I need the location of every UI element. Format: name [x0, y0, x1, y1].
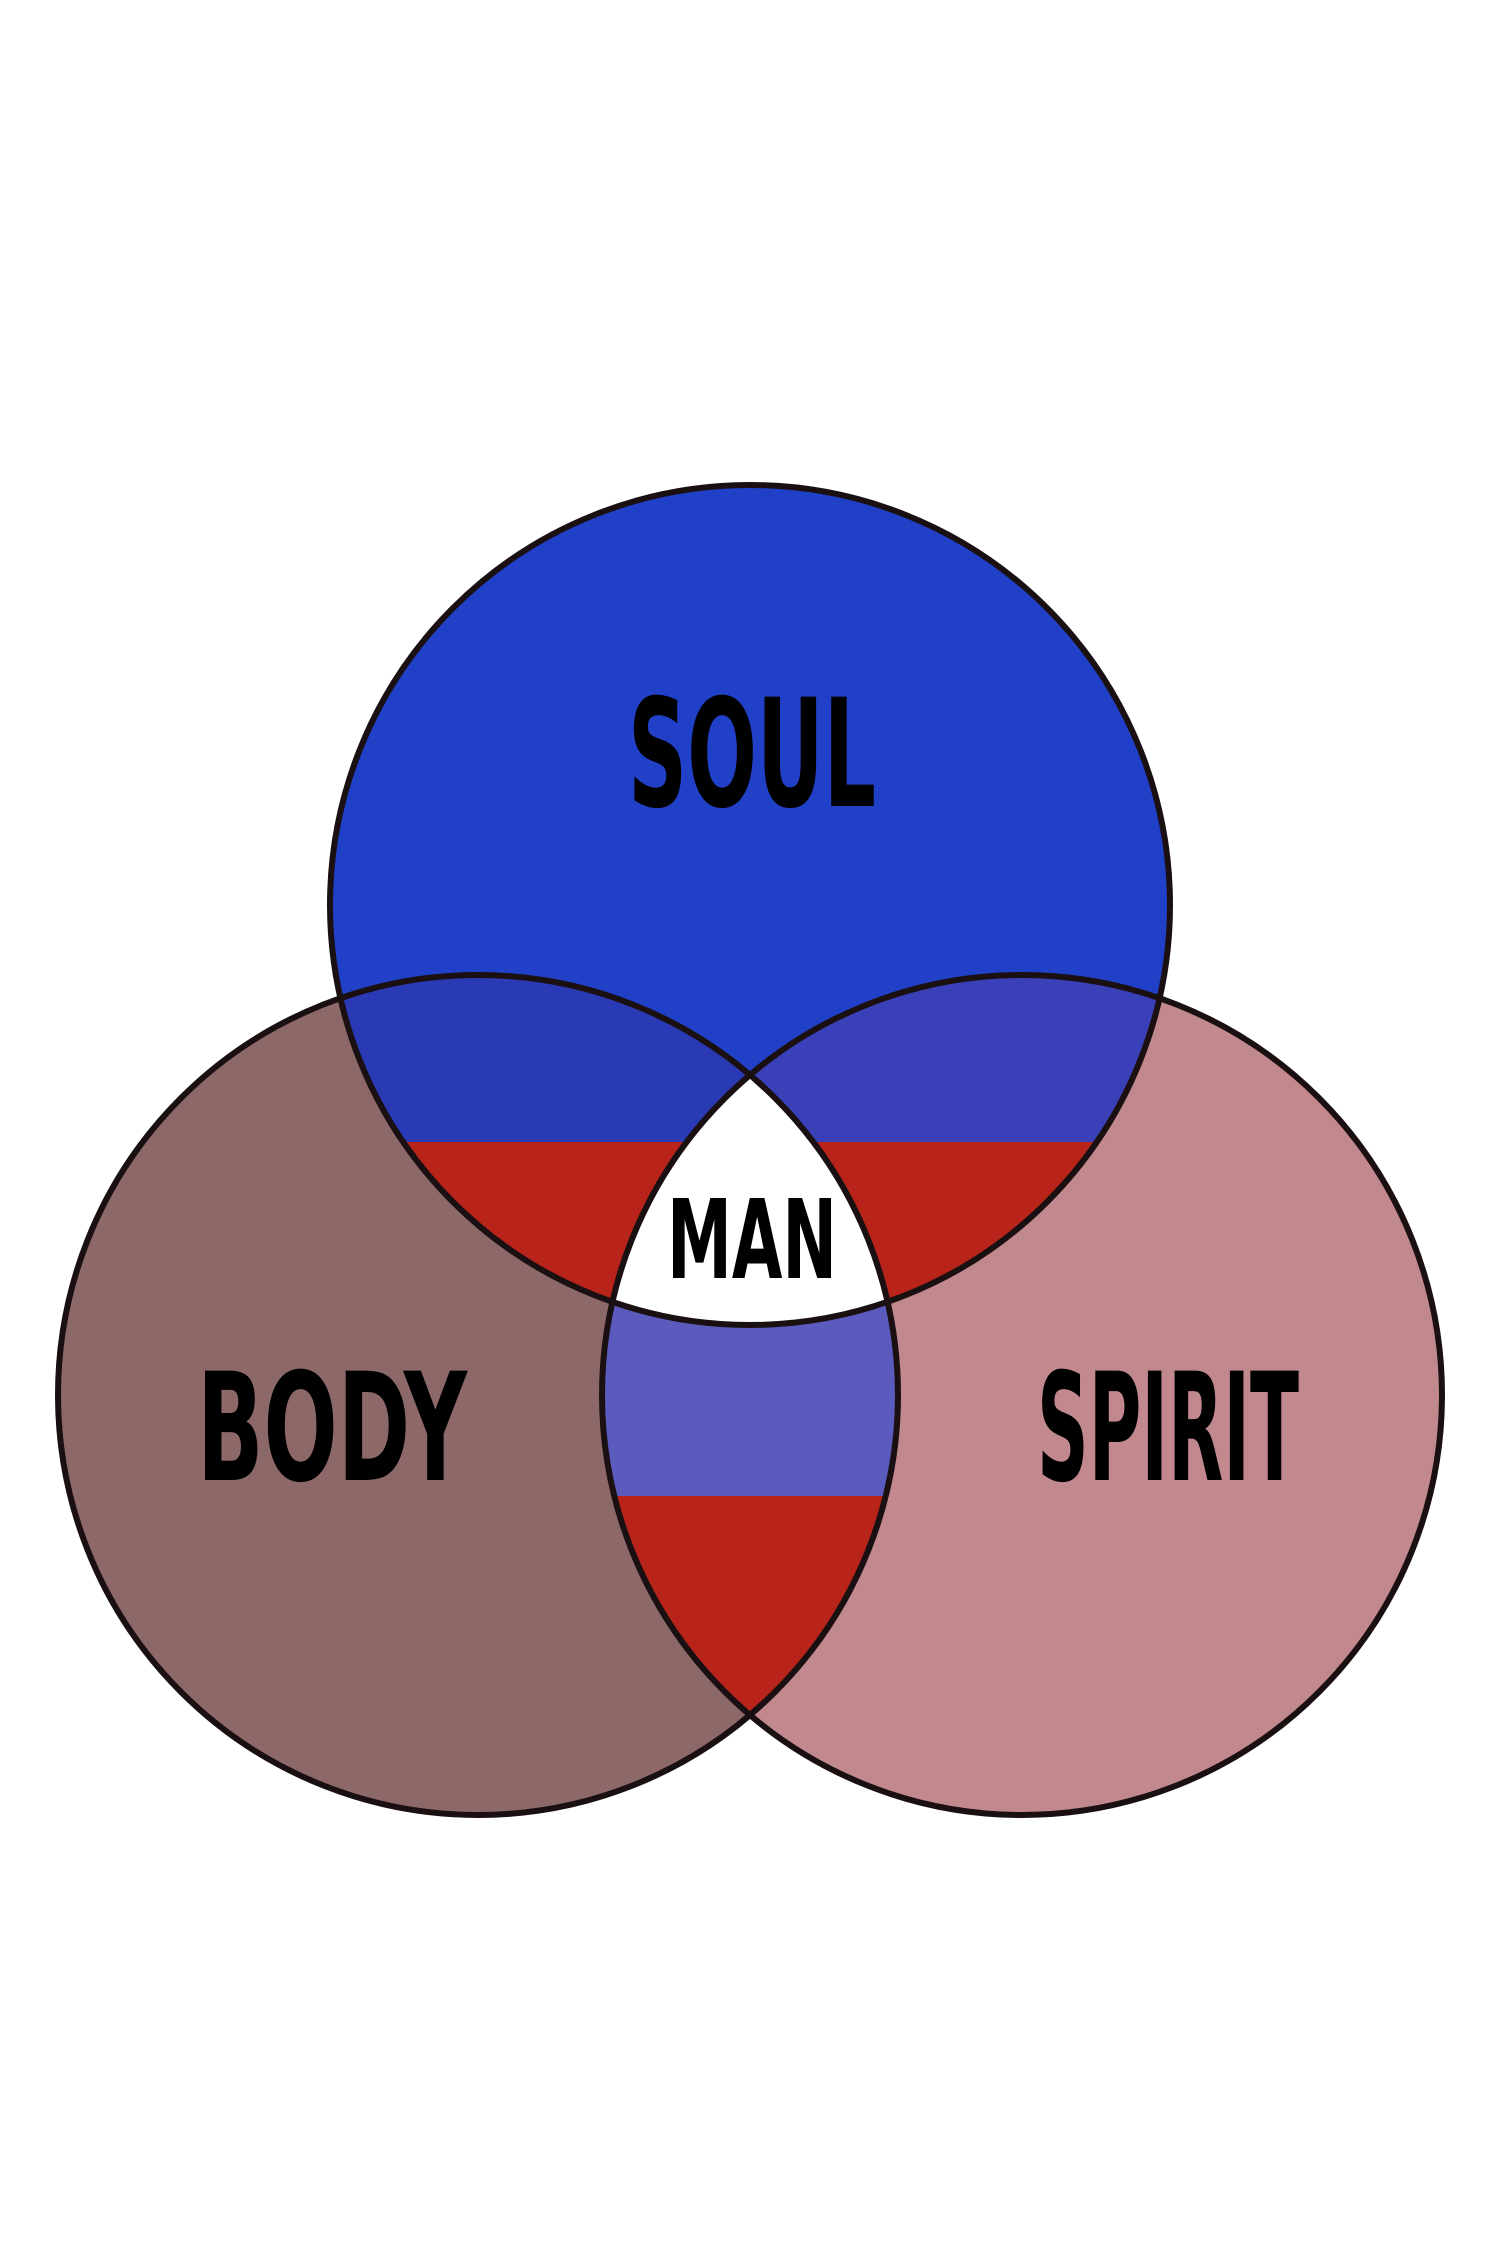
body-outline — [55, 972, 901, 1818]
body-label: BODY — [197, 1342, 468, 1516]
soul-label: SOUL — [628, 668, 876, 842]
spirit-label: SPIRIT — [1037, 1342, 1299, 1516]
spirit-outline — [599, 972, 1445, 1818]
soul-outline — [327, 482, 1173, 1328]
center-label: MAN — [667, 1176, 837, 1304]
